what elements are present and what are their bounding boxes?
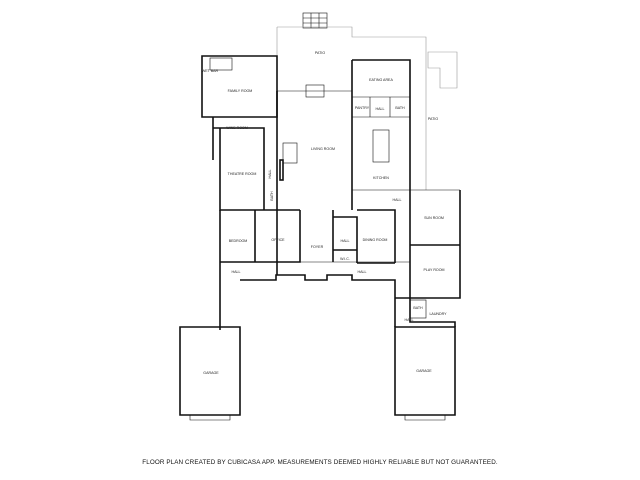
label-hall-foyer: HALL [341,239,350,243]
label-bedroom: BEDROOM [229,239,248,243]
living-walls [276,60,353,275]
label-family-room: FAMILY ROOM [228,89,253,93]
wet-bar-counter [209,57,233,71]
label-theatre-room: THEATRE ROOM [228,172,257,176]
patio-steps [302,12,328,29]
label-hall-right: HALL [358,270,367,274]
label-garage-left: GARAGE [203,371,219,375]
label-wine-room: WINE ROOM [226,126,248,130]
kitchen-island [372,129,390,163]
label-bath: BATH [395,106,405,110]
label-patio: PATIO [315,51,325,55]
label-patio-right: PATIO [428,117,438,121]
label-eating-area: EATING AREA [369,78,393,82]
label-living-room: LIVING ROOM [311,147,335,151]
dining-walls [332,209,396,264]
label-play-room: PLAY ROOM [423,268,444,272]
garage-left-walls [179,326,241,416]
column [279,159,284,181]
fireplace [305,84,325,98]
label-wet-bar: WET BAR [202,69,219,73]
label-garage-right: GARAGE [416,369,432,373]
theatre-walls [212,117,300,211]
stairs [282,142,298,164]
label-foyer: FOYER [311,245,324,249]
eating-walls [352,59,411,190]
label-bath-theatre: BATH [270,191,274,201]
label-hall-theatre: HALL [268,170,272,179]
label-dining-room: DINING ROOM [363,238,388,242]
label-wic: W.I.C. [340,257,350,261]
label-kitchen: KITCHEN [373,176,389,180]
bedroom-office-walls [219,210,301,295]
sun-play-walls [409,190,461,299]
garage-doors [189,415,446,421]
label-pantry: PANTRY [355,106,370,110]
label-hall-left: HALL [232,270,241,274]
room-labels: PATIO WET BAR FAMILY ROOM EATING AREA PA… [202,51,447,375]
footer-disclaimer: FLOOR PLAN CREATED BY CUBICASA APP. MEAS… [142,459,498,466]
label-office: OFFICE [271,238,285,242]
laundry-walls [395,297,456,327]
garage-right-walls [394,326,456,416]
label-hall-laundry: HALL [405,318,414,322]
bath-laundry-walls [409,299,427,319]
label-laundry: LAUNDRY [429,312,447,316]
label-hall-kitchen: HALL [393,198,402,202]
outdoor-kitchen [427,51,458,89]
hall-walls [219,274,396,330]
label-hall: HALL [376,107,385,111]
label-sun-room: SUN ROOM [424,216,444,220]
pantry-bath-walls [352,96,410,118]
label-bath-laundry: BATH [413,306,423,310]
family-room-walls [201,55,278,118]
